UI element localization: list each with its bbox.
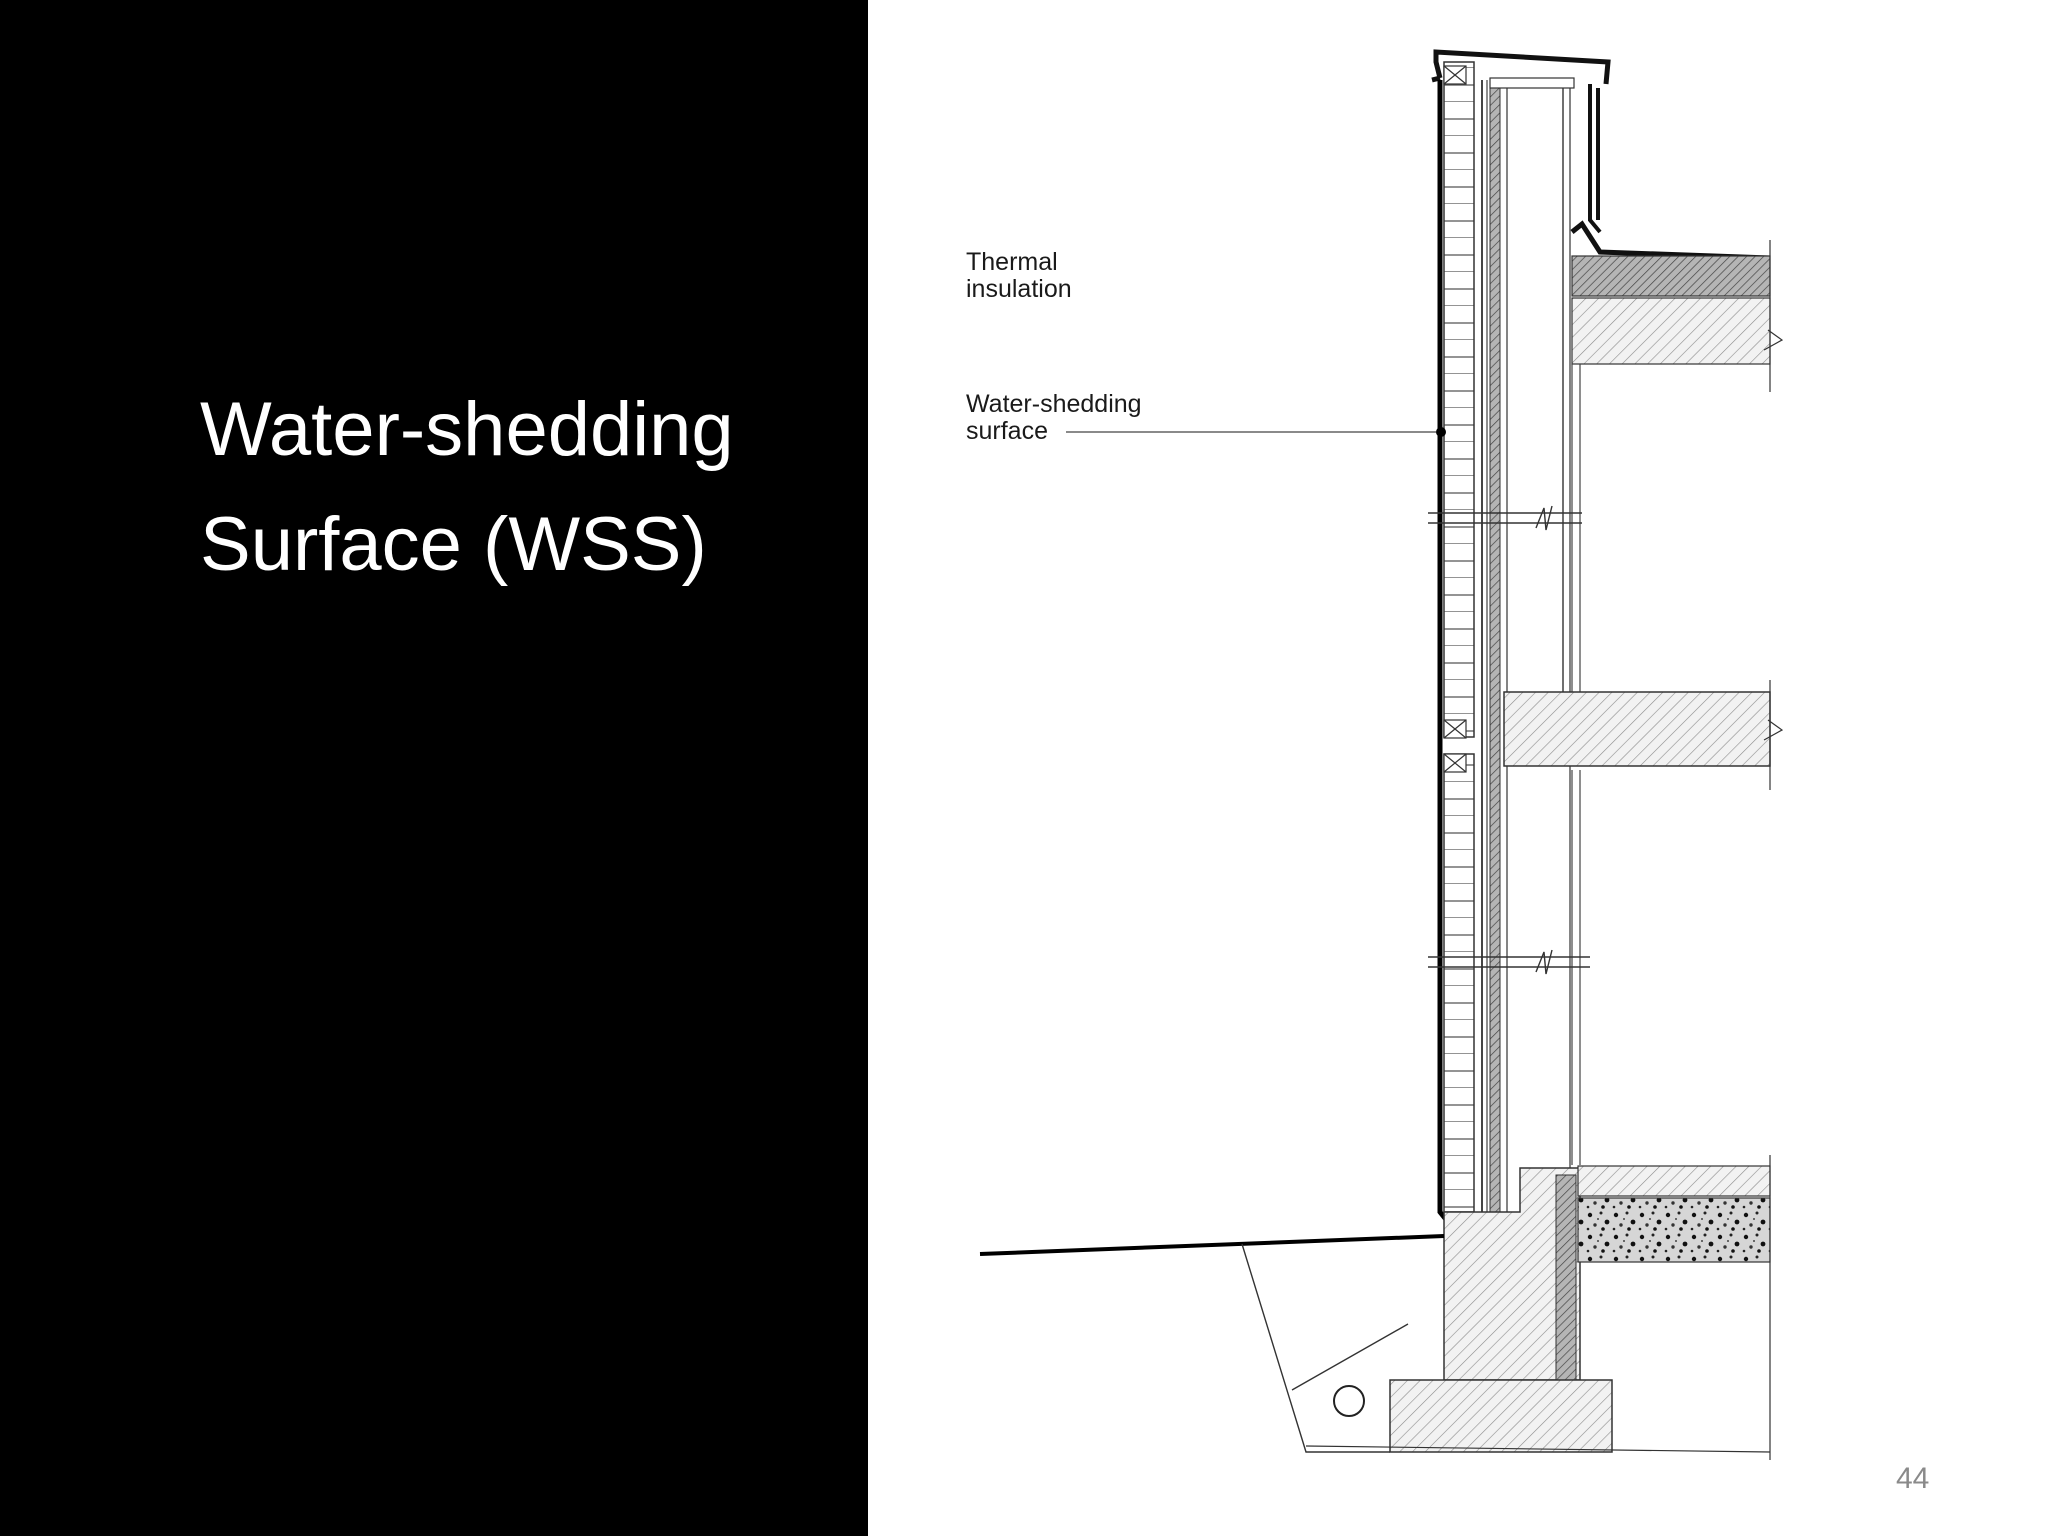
parapet-back bbox=[1588, 84, 1602, 234]
label-water-shedding-2: surface bbox=[966, 417, 1048, 445]
wall-section-diagram: Thermal insulation Water-shedding surfac… bbox=[966, 49, 1784, 1460]
slide-title: Water-shedding Surface (WSS) bbox=[200, 372, 734, 602]
wss-leader-dot bbox=[1436, 427, 1446, 437]
label-thermal-insulation-1: Thermal bbox=[966, 248, 1058, 276]
grade-line bbox=[979, 1234, 1445, 1256]
slide-title-line-1: Water-shedding bbox=[200, 387, 734, 472]
ground-slab bbox=[1577, 1155, 1771, 1460]
upper-wall bbox=[1443, 61, 1575, 1216]
break-marks bbox=[1428, 505, 1590, 975]
label-thermal-insulation-2: insulation bbox=[966, 275, 1072, 303]
lower-wall-cladding bbox=[1443, 753, 1475, 1213]
drain-pipe bbox=[1333, 1385, 1365, 1417]
floor-slab bbox=[1503, 680, 1784, 790]
page-number: 44 bbox=[1896, 1462, 1930, 1495]
title-panel: Water-shedding Surface (WSS) bbox=[0, 0, 868, 1536]
interior-finish bbox=[1571, 364, 1581, 1165]
gravel-backfill bbox=[1241, 1243, 1409, 1453]
roof-assembly bbox=[1570, 220, 1784, 392]
anchor-boxes bbox=[1443, 65, 1467, 773]
parapet-coping bbox=[1431, 49, 1611, 85]
label-water-shedding-1: Water-shedding bbox=[966, 390, 1142, 418]
slide-title-line-2: Surface (WSS) bbox=[200, 502, 707, 587]
